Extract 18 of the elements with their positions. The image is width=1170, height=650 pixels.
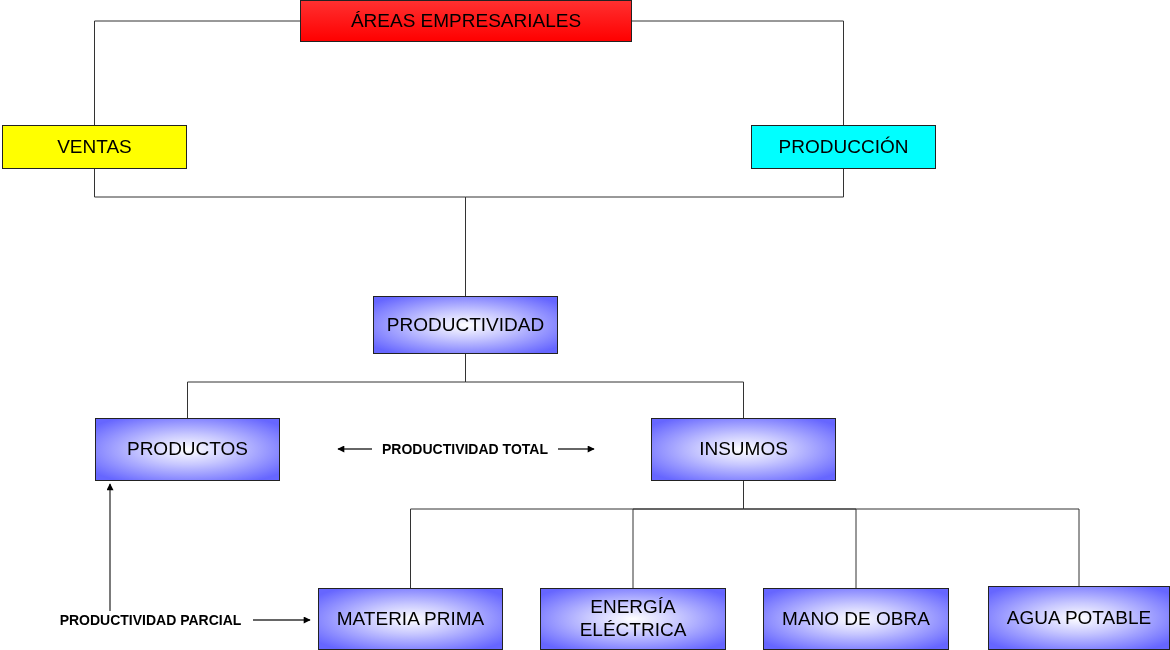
org-chart-box: PRODUCCIÓN	[751, 125, 936, 169]
org-chart-box: AGUA POTABLE	[988, 586, 1170, 650]
org-chart-box: MATERIA PRIMA	[318, 588, 503, 650]
arrow	[106, 483, 114, 612]
org-chart-box: ENERGÍA ELÉCTRICA	[540, 588, 726, 650]
arrow	[252, 616, 311, 624]
org-chart-box: ÁREAS EMPRESARIALES	[300, 0, 632, 42]
annotation-text: PRODUCTIVIDAD PARCIAL	[48, 611, 253, 629]
org-chart-box: VENTAS	[2, 125, 187, 169]
org-chart-box: INSUMOS	[651, 418, 836, 481]
arrow	[557, 445, 595, 453]
connector-line	[94, 20, 301, 126]
arrow	[337, 445, 373, 453]
org-chart-box: PRODUCTIVIDAD	[373, 296, 558, 354]
annotation-text: PRODUCTIVIDAD TOTAL	[372, 440, 558, 458]
org-chart-box: PRODUCTOS	[95, 418, 280, 481]
connector-line	[631, 20, 844, 126]
org-chart-box: MANO DE OBRA	[763, 588, 949, 650]
